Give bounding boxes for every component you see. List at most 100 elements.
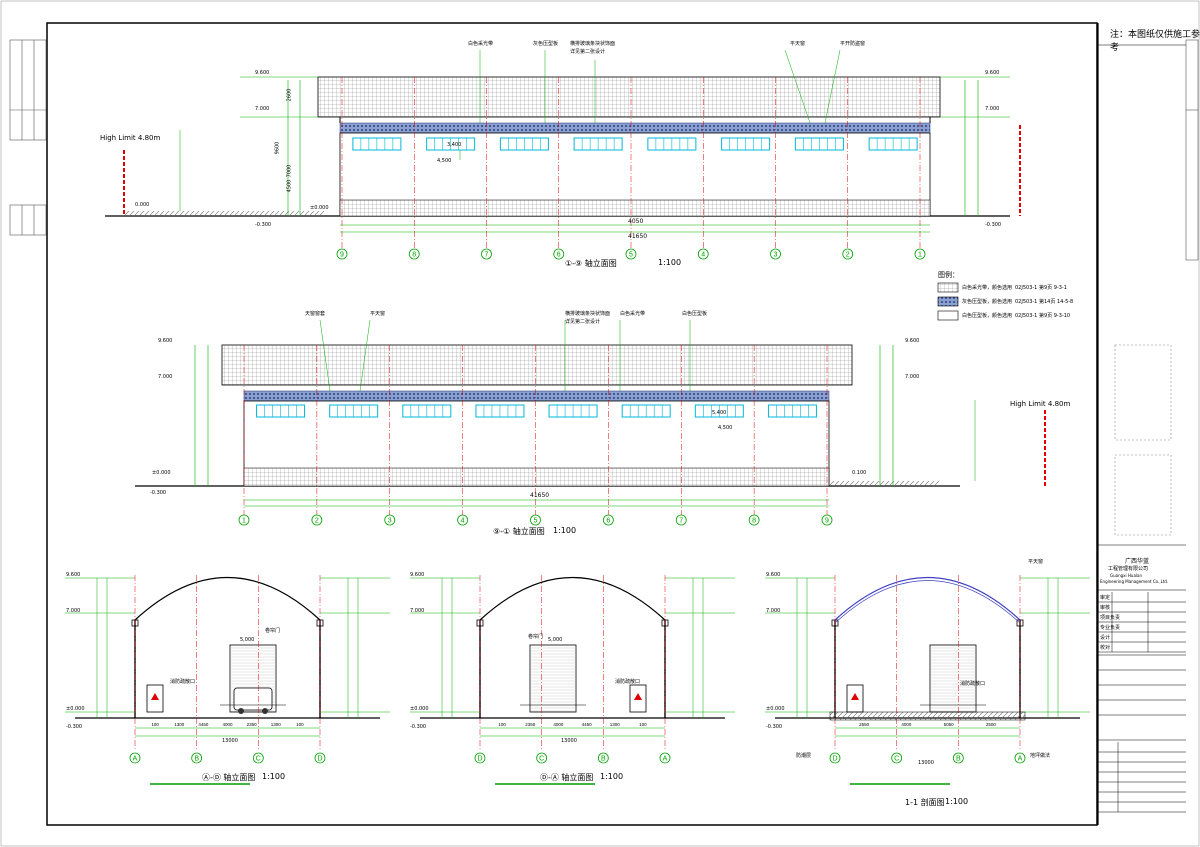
- axis-label: C: [894, 756, 899, 763]
- top-level-right-1: 9.600: [985, 70, 1000, 76]
- axis-label: 8: [412, 252, 416, 259]
- dimension-value: 100: [296, 722, 304, 727]
- bl-door-dim: 5,000: [240, 637, 255, 643]
- bl-scale: 1:100: [262, 772, 286, 781]
- middle-callout-2: 平天窗: [370, 311, 386, 317]
- top-left-dim-5: 4500: [286, 179, 293, 193]
- dimension-value: 2500: [986, 722, 997, 727]
- middle-elevation-title: ⑨-① 轴立面图: [493, 527, 545, 536]
- axis-label: 9: [340, 252, 344, 259]
- axis-bubble: [625, 248, 637, 260]
- legend-item-2-desc: 灰色压型板，颜色选用: [962, 299, 1013, 305]
- middle-level-right-2: 7.000: [905, 374, 920, 380]
- bl-door-label: 卷帘门: [265, 628, 281, 634]
- axis-bubble: [659, 752, 671, 764]
- axis-label: B: [194, 756, 199, 763]
- axis-label: 1: [242, 518, 246, 525]
- bm-small-door: 消防疏散口: [615, 679, 641, 685]
- br-level-3: ±0.000: [766, 706, 785, 712]
- top-level-1: 9.600: [255, 70, 270, 76]
- tb-row-label: 校对: [1100, 645, 1111, 651]
- axis-bubble: [602, 514, 614, 526]
- middle-level-1: 9.600: [158, 338, 173, 344]
- top-callout-3: 横排玻璃条块状饰面: [570, 41, 616, 47]
- dimension-value: 1300: [610, 722, 621, 727]
- axis-label: 9: [825, 518, 829, 525]
- axis-label: 1: [918, 252, 922, 259]
- axis-label: 5: [534, 518, 538, 525]
- bm-title: Ⓓ-Ⓐ 轴立面图: [540, 773, 594, 782]
- br-title: 1-1 剖面图: [905, 798, 945, 807]
- middle-callout-3: 横排玻璃条块状饰面: [565, 311, 611, 317]
- axis-bubble: [821, 514, 833, 526]
- tb-row-label: 专业负责: [1100, 625, 1121, 631]
- axis-label: C: [256, 756, 261, 763]
- axis-bubble: [191, 752, 203, 764]
- legend-swatch-3: [937, 310, 959, 321]
- axis-label: A: [1018, 756, 1023, 763]
- top-level-right-3: -0.300: [985, 222, 1002, 228]
- dimension-value: 4000: [553, 722, 564, 727]
- axis-label: 8: [752, 518, 756, 525]
- axis-label: B: [956, 756, 961, 763]
- light-band: [243, 390, 830, 402]
- roof-arch: [834, 576, 1021, 621]
- middle-callout-5: 白色采光带: [620, 311, 646, 317]
- axis-bubble: [457, 514, 469, 526]
- axis-label: D: [832, 756, 837, 763]
- middle-level-2: 7.000: [158, 374, 173, 380]
- middle-height-limit: High Limit 4.80m: [1010, 400, 1071, 408]
- roller-door: [529, 644, 577, 713]
- tb-row-label: 项目负责: [1100, 615, 1121, 621]
- axis-bubble: [481, 248, 492, 260]
- br-overall-dim: 13000: [918, 760, 934, 766]
- bl-level-3: ±0.000: [66, 706, 85, 712]
- axis-label: 2: [846, 252, 850, 259]
- axis-bubble: [842, 248, 854, 260]
- right-margin-strip: [1185, 39, 1199, 261]
- bl-overall-dim: 13000: [222, 738, 238, 744]
- floor-section: [829, 711, 1026, 721]
- axis-bubble: [238, 514, 250, 526]
- bm-level-4: -0.300: [410, 724, 427, 730]
- sheet-note: 注：本图纸仅供施工参考: [1110, 30, 1200, 53]
- axis-bubble: [553, 248, 565, 260]
- tb-row-label: 审核: [1100, 605, 1111, 611]
- tb-company-en: Guangxi Hualan: [1110, 573, 1143, 578]
- top-elevation-scale: 1:100: [658, 258, 682, 267]
- bm-level-2: 7.000: [410, 608, 425, 614]
- middle-level-5: 0.100: [852, 470, 867, 476]
- legend-item-3-desc: 白色压型板，颜色选用: [962, 313, 1013, 319]
- middle-overall-dim: 41650: [530, 492, 550, 499]
- dimension-value: 2550: [859, 722, 870, 727]
- top-overall-dim2: 4050: [628, 218, 644, 225]
- legend-title: 图例：: [938, 271, 959, 279]
- axis-label: D: [477, 756, 482, 763]
- axis-bubble: [914, 248, 926, 260]
- axis-label: 6: [606, 518, 610, 525]
- top-callout-2: 灰色压型板: [533, 41, 559, 47]
- middle-callout-6: 白色压型板: [682, 311, 708, 317]
- bm-scale: 1:100: [600, 772, 624, 781]
- axis-label: 6: [557, 252, 561, 259]
- axis-bubble: [129, 752, 141, 764]
- axis-bubble: [314, 752, 326, 764]
- top-level-5: 0.000: [135, 202, 150, 208]
- legend-item-1-ref: 02J503-1 第9页 9-3-1: [1015, 285, 1067, 291]
- axis-bubble: [252, 752, 264, 764]
- top-left-dim-4: 7000: [286, 164, 293, 178]
- axis-bubble: [952, 752, 964, 764]
- roof-arch: [479, 576, 666, 621]
- top-left-dim-3: 9600: [274, 141, 281, 155]
- middle-level-right-1: 9.600: [905, 338, 920, 344]
- top-callout-5: 平天窗: [790, 41, 806, 47]
- bm-level-1: 9.600: [410, 572, 425, 578]
- legend-swatch-2: [937, 296, 959, 307]
- dimension-value: 100: [498, 722, 506, 727]
- top-left-dim-1: 2600: [286, 88, 293, 102]
- vehicle: [233, 687, 273, 711]
- br-level-1: 9.600: [766, 572, 781, 578]
